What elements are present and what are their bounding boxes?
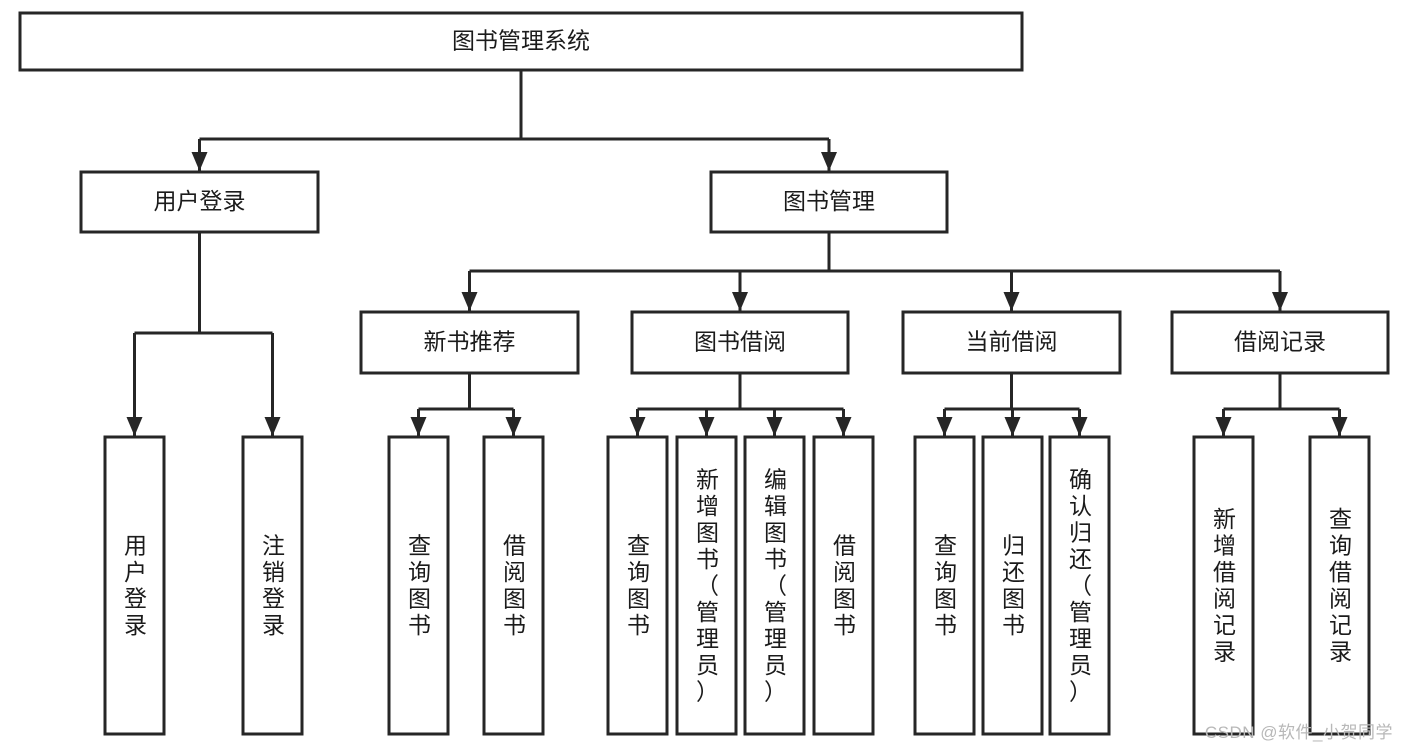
node-label: 用户登录 xyxy=(154,188,246,214)
arrow-head-icon xyxy=(732,292,748,311)
node-label: 新增图书（管理员） xyxy=(696,466,719,704)
node-label: 新增借阅记录 xyxy=(1213,506,1236,665)
node-box[interactable] xyxy=(1308,435,1371,736)
arrow-head-icon xyxy=(461,292,478,311)
arrow-head-icon xyxy=(126,417,143,436)
node-box[interactable] xyxy=(743,435,806,736)
node-box[interactable] xyxy=(18,11,1024,72)
node-label: 查询图书 xyxy=(934,533,957,639)
arrow-head-icon xyxy=(505,417,522,436)
node-leaf-1-0-1[interactable]: 借阅图书 xyxy=(482,435,545,736)
node-level3-0-0[interactable]: 用户登录 xyxy=(103,435,166,736)
node-label: 编辑图书（管理员） xyxy=(764,466,787,704)
node-leaf-1-2-0[interactable]: 查询图书 xyxy=(913,435,976,736)
node-box[interactable] xyxy=(913,435,976,736)
node-label: 借阅记录 xyxy=(1234,329,1326,355)
arrow-head-icon xyxy=(1331,417,1348,436)
arrow-head-icon xyxy=(410,417,427,436)
node-leaf-1-2-1[interactable]: 归还图书 xyxy=(981,435,1044,736)
node-label: 确认归还（管理员） xyxy=(1069,466,1092,704)
arrow-head-icon xyxy=(1004,417,1021,436)
node-label: 图书管理系统 xyxy=(452,28,590,54)
connector-layer xyxy=(126,70,1348,436)
node-level3-0-1[interactable]: 注销登录 xyxy=(241,435,304,736)
arrow-head-icon xyxy=(766,417,783,436)
node-level3-1-3[interactable]: 借阅记录 xyxy=(1170,310,1390,375)
node-box[interactable] xyxy=(606,435,669,736)
node-box[interactable] xyxy=(630,310,850,375)
node-box[interactable] xyxy=(241,435,304,736)
node-level3-1-0[interactable]: 新书推荐 xyxy=(359,310,580,375)
arrow-head-icon xyxy=(821,152,837,171)
node-layer: 图书管理系统用户登录用户登录注销登录图书管理新书推荐查询图书借阅图书图书借阅查询… xyxy=(18,11,1390,736)
arrow-head-icon xyxy=(1272,292,1288,311)
node-root[interactable]: 图书管理系统 xyxy=(18,11,1024,72)
node-leaf-1-2-2[interactable]: 确认归还（管理员） xyxy=(1048,435,1111,736)
node-box[interactable] xyxy=(1192,435,1255,736)
node-box[interactable] xyxy=(901,310,1122,375)
node-box[interactable] xyxy=(359,310,580,375)
node-leaf-1-3-0[interactable]: 新增借阅记录 xyxy=(1192,435,1255,736)
arrow-head-icon xyxy=(1003,292,1020,311)
node-leaf-1-1-2[interactable]: 编辑图书（管理员） xyxy=(743,435,806,736)
node-label: 注销登录 xyxy=(262,533,285,639)
node-label: 查询图书 xyxy=(408,533,431,639)
arrow-head-icon xyxy=(264,417,281,436)
arrow-head-icon xyxy=(629,417,646,436)
arrow-head-icon xyxy=(191,152,208,171)
node-level3-1-1[interactable]: 图书借阅 xyxy=(630,310,850,375)
arrow-head-icon xyxy=(936,417,953,436)
node-box[interactable] xyxy=(387,435,450,736)
arrow-head-icon xyxy=(1071,417,1088,436)
node-box[interactable] xyxy=(1048,435,1111,736)
node-label: 查询借阅记录 xyxy=(1329,506,1352,665)
node-leaf-1-0-0[interactable]: 查询图书 xyxy=(387,435,450,736)
node-label: 借阅图书 xyxy=(503,533,526,639)
node-box[interactable] xyxy=(981,435,1044,736)
node-level2-0[interactable]: 用户登录 xyxy=(79,170,320,234)
arrow-head-icon xyxy=(835,417,852,436)
node-box[interactable] xyxy=(1170,310,1390,375)
node-leaf-1-3-1[interactable]: 查询借阅记录 xyxy=(1308,435,1371,736)
arrow-head-icon xyxy=(1215,417,1232,436)
node-label: 归还图书 xyxy=(1002,533,1025,639)
arrow-head-icon xyxy=(698,417,715,436)
node-label: 借阅图书 xyxy=(833,533,856,639)
node-box[interactable] xyxy=(675,435,738,736)
node-label: 查询图书 xyxy=(627,533,650,639)
node-label: 当前借阅 xyxy=(966,329,1058,355)
node-label: 图书借阅 xyxy=(694,329,786,355)
node-box[interactable] xyxy=(103,435,166,736)
node-box[interactable] xyxy=(709,170,949,234)
node-box[interactable] xyxy=(812,435,875,736)
node-level3-1-2[interactable]: 当前借阅 xyxy=(901,310,1122,375)
node-leaf-1-1-1[interactable]: 新增图书（管理员） xyxy=(675,435,738,736)
node-label: 用户登录 xyxy=(124,533,147,639)
node-label: 新书推荐 xyxy=(424,329,516,355)
node-label: 图书管理 xyxy=(783,188,875,214)
node-box[interactable] xyxy=(482,435,545,736)
node-box[interactable] xyxy=(79,170,320,234)
node-level2-1[interactable]: 图书管理 xyxy=(709,170,949,234)
node-leaf-1-1-3[interactable]: 借阅图书 xyxy=(812,435,875,736)
node-leaf-1-1-0[interactable]: 查询图书 xyxy=(606,435,669,736)
